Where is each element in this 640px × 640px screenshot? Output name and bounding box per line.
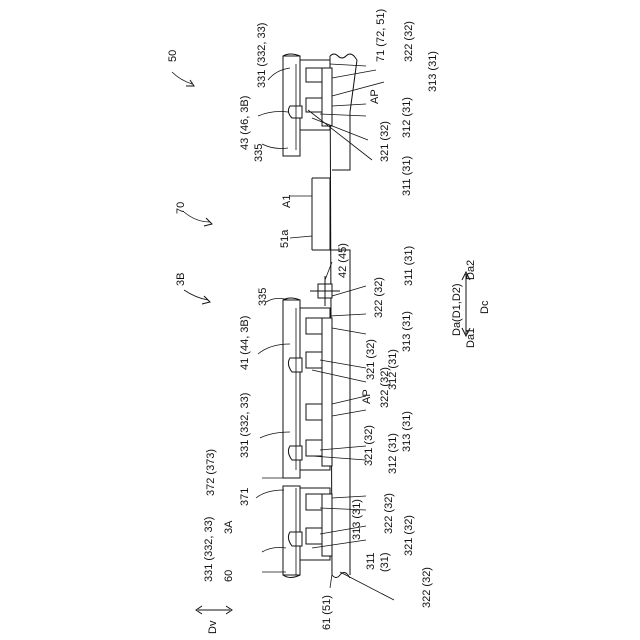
label-42: 42 (45) (337, 243, 349, 278)
label-335-mid: 335 (257, 288, 269, 306)
label-3a: 3A (223, 520, 235, 534)
label-372: 372 (373) (205, 449, 217, 496)
section-arrows (172, 72, 212, 304)
label-322-top: 322 (32) (403, 21, 415, 62)
label-321-mid2: 321 (32) (363, 425, 375, 466)
label-ap-mid: AP (361, 389, 373, 404)
label-371: 371 (239, 488, 251, 506)
label-da1: Da1 (465, 328, 477, 348)
label-312-top: 312 (31) (401, 97, 413, 138)
label-322-bot2: 322 (32) (421, 567, 433, 608)
label-321-mid: 321 (32) (365, 339, 377, 380)
unit-bottom (283, 486, 332, 578)
label-60: 60 (223, 570, 235, 582)
label-335-top: 335 (253, 144, 265, 162)
label-313-mid: 313 (31) (401, 311, 413, 352)
label-43: 43 (46, 3B) (239, 96, 251, 150)
label-311-mid: 311 (31) (403, 246, 415, 286)
label-331-bot: 331 (332, 33) (203, 517, 215, 582)
label-71: 71 (72, 51) (375, 9, 387, 62)
label-312-mid2: 312 (31) (387, 433, 399, 474)
label-61: 61 (51) (321, 595, 333, 630)
label-50: 50 (167, 50, 179, 62)
label-dv: Dv (207, 620, 219, 634)
label-31-bot: (31) (379, 552, 391, 572)
label-331-top: 331 (332, 33) (256, 23, 268, 88)
unit-top (283, 54, 332, 156)
label-311-top: 311 (31) (401, 156, 413, 196)
label-313-bot: 313 (31) (351, 499, 363, 540)
label-321-top: 321 (32) (379, 121, 391, 162)
direction-arrows (196, 272, 470, 614)
label-3b: 3B (175, 273, 187, 286)
label-dc: Dc (479, 300, 491, 314)
label-322-mid2: 322 (32) (379, 367, 391, 408)
label-70: 70 (175, 202, 187, 214)
label-da: Da(D1,D2) (451, 283, 463, 336)
label-322-bot: 322 (32) (383, 493, 395, 534)
label-311-bot: 311 (365, 552, 377, 570)
label-a1: A1 (281, 195, 293, 208)
label-41: 41 (44, 3B) (239, 316, 251, 370)
label-313-mid2: 313 (31) (401, 411, 413, 452)
label-313-top: 313 (31) (427, 51, 439, 92)
label-331-mid: 331 (332, 33) (239, 393, 251, 458)
label-321-bot: 321 (32) (403, 515, 415, 556)
label-51a: 51a (279, 229, 291, 248)
label-da2: Da2 (465, 260, 477, 280)
label-ap-top: AP (369, 89, 381, 104)
label-322-mid: 322 (32) (373, 277, 385, 318)
